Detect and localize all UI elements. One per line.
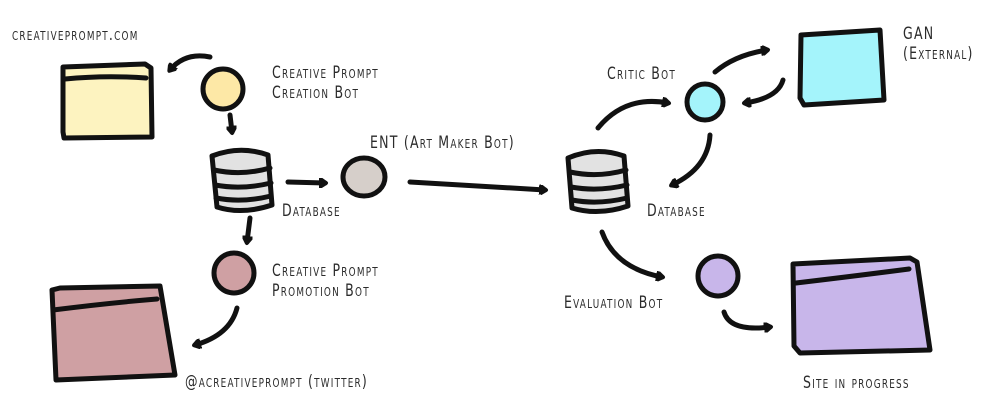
label-creativeprompt-site: creativeprompt.com bbox=[12, 25, 139, 45]
label-database-left: Database bbox=[282, 201, 341, 221]
database-left-cylinder bbox=[209, 147, 275, 213]
arrow-database-to-critic bbox=[595, 101, 668, 131]
promotion-bot-node bbox=[211, 250, 257, 296]
evaluation-bot-node bbox=[695, 253, 741, 299]
label-ent-bot: ENT (Art Maker Bot) bbox=[370, 133, 515, 153]
arrow-database-to-evaluation bbox=[599, 229, 662, 277]
creativeprompt-site-box bbox=[60, 61, 155, 141]
twitter-window bbox=[49, 283, 178, 383]
creativeprompt-site-window bbox=[60, 61, 155, 141]
label-creation-bot: Creative Prompt Creation Bot bbox=[272, 63, 379, 103]
label-evaluation-bot: Evaluation Bot bbox=[564, 293, 664, 313]
arrow-ent-to-database-right bbox=[407, 179, 545, 190]
window-titlebar-line bbox=[62, 74, 149, 82]
arrow-evaluation-to-site bbox=[721, 309, 770, 328]
site-in-progress-window bbox=[790, 255, 933, 356]
label-promotion-bot: Creative Prompt Promotion Bot bbox=[272, 261, 379, 301]
label-gan: GAN (External) bbox=[903, 24, 974, 64]
database-right-cylinder bbox=[565, 149, 631, 214]
label-site-in-progress: Site in progress bbox=[803, 373, 910, 393]
arrow-critic-to-gan bbox=[712, 50, 767, 75]
arrow-promotion-to-twitter bbox=[195, 305, 240, 345]
arrow-critic-to-database bbox=[672, 132, 713, 185]
ent-bot-node bbox=[340, 155, 388, 199]
critic-bot-node bbox=[684, 81, 726, 123]
arrow-creation-to-site bbox=[170, 53, 213, 70]
arrow-gan-to-critic bbox=[745, 77, 786, 103]
gan-box bbox=[797, 27, 887, 108]
label-critic-bot: Critic Bot bbox=[607, 64, 676, 84]
arrow-creation-to-database bbox=[230, 112, 232, 132]
arrow-database-to-ent bbox=[285, 182, 325, 183]
label-twitter: @acreativeprompt (twitter) bbox=[185, 372, 369, 392]
label-database-right: Database bbox=[647, 201, 706, 221]
creation-bot-node bbox=[200, 66, 246, 112]
arrow-database-to-promotion bbox=[247, 215, 250, 242]
